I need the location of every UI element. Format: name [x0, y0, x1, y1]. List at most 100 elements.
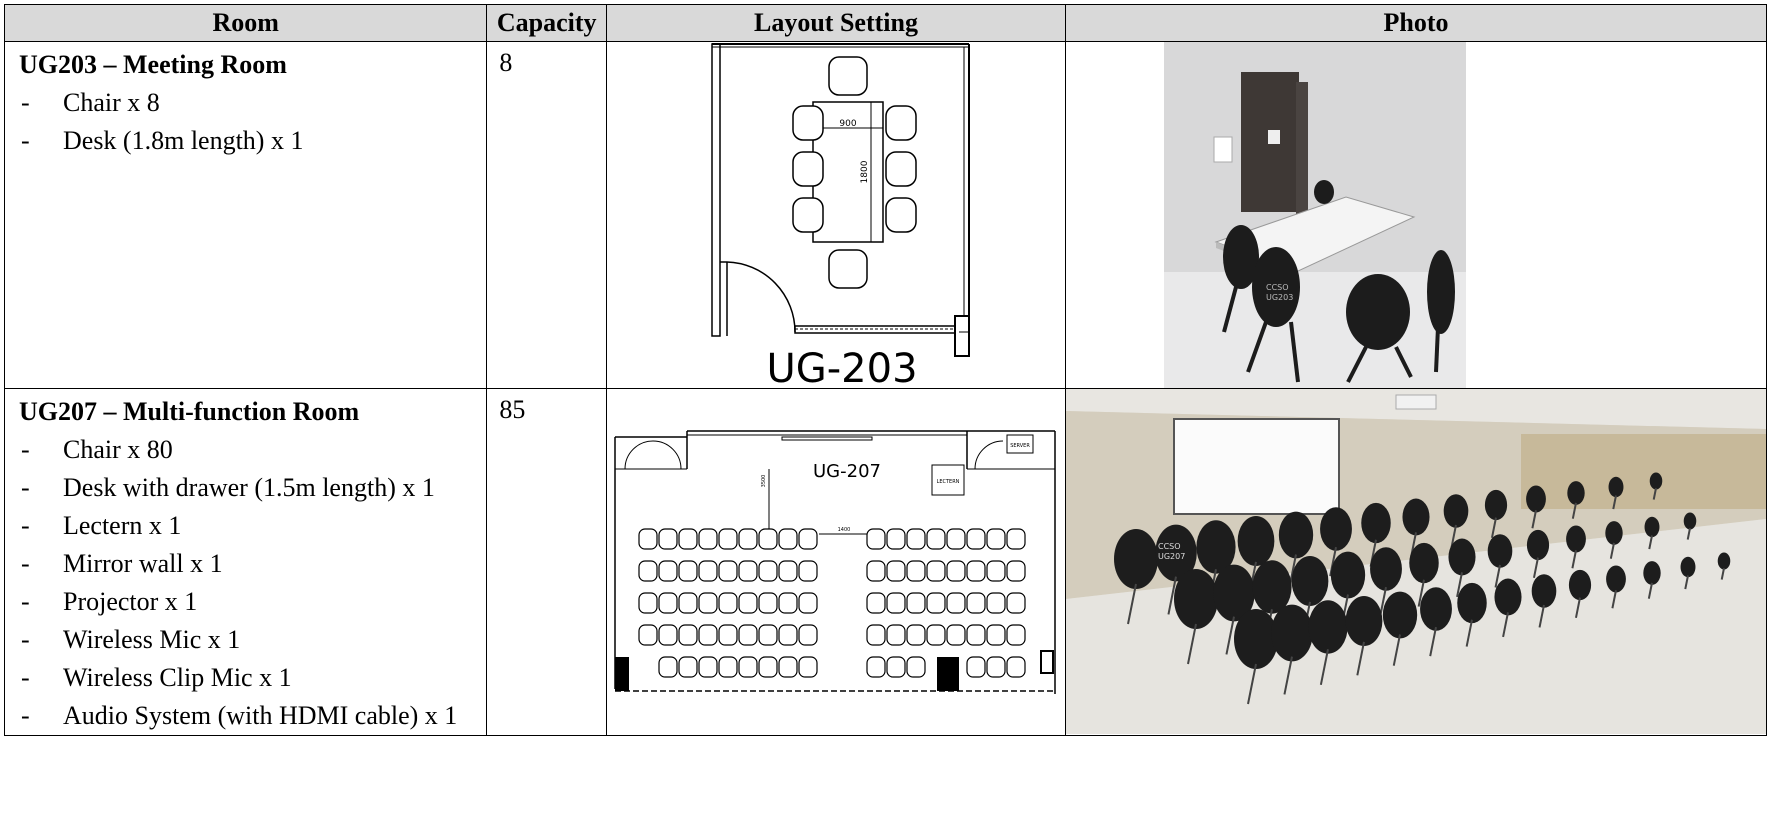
room-title: UG207 – Multi-function Room: [19, 397, 360, 426]
chair-icon: [698, 528, 718, 550]
chair-icon: [738, 656, 758, 678]
chair-icon: [866, 528, 886, 550]
chair-icon: [698, 560, 718, 582]
chair-icon: [678, 560, 698, 582]
plan-width-label: 900: [839, 119, 856, 129]
chair-icon: [1568, 569, 1592, 601]
chair-icon: [778, 656, 798, 678]
list-item: -Mirror wall x 1: [21, 549, 223, 578]
chair-icon: [966, 656, 986, 678]
chair-icon: [885, 105, 917, 141]
list-item: -Audio System (with HDMI cable) x 1: [21, 701, 458, 730]
chair-icon: [1531, 574, 1557, 608]
chair-icon: [698, 656, 718, 678]
chair-icon: [986, 624, 1006, 646]
plan-room-label: UG-207: [813, 461, 881, 482]
chair-icon: [718, 592, 738, 614]
chair-icon: [1382, 591, 1418, 639]
chair-icon: [926, 560, 946, 582]
chair-icon: [1487, 534, 1513, 568]
list-item: -Chair x 80: [21, 435, 173, 464]
chair-icon: [798, 624, 818, 646]
svg-text:UG203: UG203: [1266, 293, 1293, 302]
facility-table: Room Capacity Layout Setting Photo UG203…: [3, 4, 1767, 736]
chair-icon: [885, 151, 917, 187]
chair-icon: [738, 528, 758, 550]
svg-text:UG207: UG207: [1158, 552, 1185, 561]
chair-icon: [886, 592, 906, 614]
chair-icon: [1308, 600, 1348, 654]
list-item: -Desk with drawer (1.5m length) x 1: [21, 473, 435, 502]
chair-icon: [1448, 538, 1476, 576]
chair-icon: [1006, 592, 1026, 614]
chair-icon: [1649, 472, 1663, 490]
chair-icon: [638, 624, 658, 646]
chair-icon: [1644, 516, 1660, 538]
chair-icon: [926, 624, 946, 646]
chair-icon: [758, 528, 778, 550]
chair-icon: [946, 560, 966, 582]
chair-icon: [866, 560, 886, 582]
chair-icon: [678, 592, 698, 614]
chair-icon: [678, 656, 698, 678]
chair-icon: [1173, 569, 1218, 629]
chair-icon: [966, 560, 986, 582]
layout-plan: SERVER LECTERN UG-207 3500 1400: [605, 388, 1066, 736]
room-photo: CCSO UG203: [1163, 42, 1466, 388]
chair-icon: [1605, 521, 1623, 545]
chair-icon: [1643, 561, 1661, 585]
plan-room-label: UG-203: [766, 346, 917, 388]
chair-icon: [718, 528, 738, 550]
photo-cell: CCSO UG207: [1064, 388, 1767, 736]
chair-icon: [986, 560, 1006, 582]
server-label: SERVER: [1010, 443, 1030, 449]
chair-icon: [778, 560, 798, 582]
chair-icon: [906, 528, 926, 550]
chair-icon: [1683, 512, 1697, 530]
chair-icon: [718, 656, 738, 678]
chair-icon: [1494, 578, 1522, 616]
chair-icon: [1457, 582, 1487, 624]
room-title: UG203 – Meeting Room: [19, 50, 287, 79]
chair-icon: [698, 592, 718, 614]
svg-text:CCSO: CCSO: [1158, 542, 1181, 551]
chair-icon: [946, 624, 966, 646]
chair-icon: [1196, 520, 1236, 574]
chair-icon: [966, 624, 986, 646]
chair-icon: [1345, 595, 1383, 647]
chair-icon: [738, 624, 758, 646]
chair-icon: [1420, 587, 1452, 631]
chair-icon: [1113, 529, 1158, 589]
chair-icon: [1484, 489, 1508, 521]
plan-depth-label: 3500: [761, 475, 767, 488]
header-room: Room: [3, 4, 488, 42]
chair-icon: [738, 592, 758, 614]
header-photo: Photo: [1064, 4, 1767, 42]
chair-icon: [966, 592, 986, 614]
chair-icon: [885, 197, 917, 233]
chair-icon: [778, 624, 798, 646]
list-item: -Lectern x 1: [21, 511, 182, 540]
capacity-cell: 8: [486, 41, 607, 389]
chair-icon: [1213, 564, 1255, 622]
chair-icon: [1320, 507, 1352, 551]
chair-icon: [1608, 476, 1624, 498]
chair-icon: [638, 528, 658, 550]
chair-icon: [1566, 525, 1586, 553]
chair-icon: [638, 560, 658, 582]
layout-plan: 900 1800 UG-203: [605, 41, 1066, 389]
list-item: -Wireless Mic x 1: [21, 625, 241, 654]
capacity-cell: 85: [486, 388, 607, 736]
chair-icon: [866, 656, 886, 678]
chair-icon: [986, 528, 1006, 550]
chair-icon: [1409, 542, 1439, 584]
photo-cell: CCSO UG203: [1064, 41, 1767, 389]
list-item: -Chair x 8: [21, 88, 160, 117]
chair-icon: [986, 656, 1006, 678]
chair-icon: [1370, 547, 1402, 591]
chair-icon: [792, 151, 824, 187]
chair-icon: [1717, 552, 1731, 570]
chair-icon: [946, 528, 966, 550]
chair-icon: [906, 560, 926, 582]
chair-icon: [1443, 494, 1469, 528]
